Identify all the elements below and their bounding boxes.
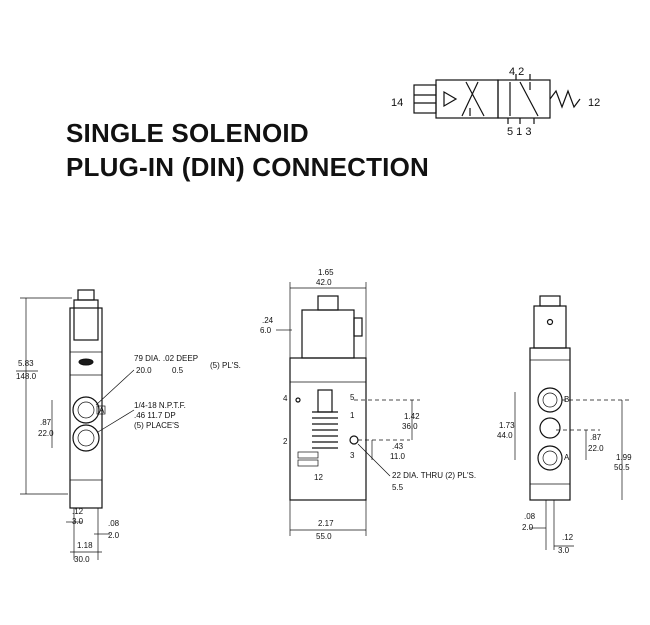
- side-dim2-in: .43: [392, 442, 404, 451]
- title-line-2: PLUG-IN (DIN) CONNECTION: [66, 152, 429, 182]
- front-view: A 5.83 148.0 .87 22.0 79 DIA. .02 DEEP 2…: [16, 289, 241, 564]
- side-dim1-mm: 36.0: [402, 422, 418, 431]
- end-port-upper-inner: [542, 392, 558, 408]
- symbol-box-right: [497, 79, 551, 119]
- end-bottom-in: .08: [524, 512, 536, 521]
- side-port-5: 5: [350, 393, 355, 402]
- front-bottom-right-in: .08: [108, 519, 120, 528]
- side-offset-mm: 6.0: [260, 326, 272, 335]
- front-port-leader: [97, 409, 135, 433]
- side-port-4: 4: [283, 394, 288, 403]
- side-spool: [317, 389, 333, 413]
- side-dim1-in: 1.42: [404, 412, 420, 421]
- end-nut: [539, 295, 561, 307]
- symbol-flow-arrows: [461, 81, 539, 117]
- end-mid-mm: 22.0: [588, 444, 604, 453]
- side-hole-leader: [357, 443, 391, 477]
- symbol-blocked-ports: [469, 82, 531, 116]
- end-solenoid: [533, 305, 567, 349]
- end-right-in: 1.99: [616, 453, 632, 462]
- end-bottom-mm: 2.0: [522, 523, 534, 532]
- side-hole-callout: 22 DIA. THRU (2) PL'S.: [392, 471, 476, 480]
- front-port-marker-box: [96, 405, 106, 415]
- front-bottom-left-in: .12: [72, 507, 84, 516]
- side-top-mm: 42.0: [316, 278, 332, 287]
- end-marker-a: A: [564, 453, 570, 462]
- title-line-1: SINGLE SOLENOID: [66, 118, 309, 148]
- front-solenoid: [73, 299, 99, 341]
- front-spacing-in: .87: [40, 418, 52, 427]
- end-port-lower-inner: [542, 450, 558, 466]
- front-port-lower-inner: [77, 429, 95, 447]
- front-hole-places: (5) PL'S.: [210, 361, 241, 370]
- front-spacing-mm: 22.0: [38, 429, 54, 438]
- front-port-places: (5) PLACE'S: [134, 421, 179, 430]
- end-screw: [546, 318, 554, 326]
- front-hole-callout: 79 DIA. .02 DEEP: [134, 354, 198, 363]
- symbol-port-12: 12: [588, 97, 600, 109]
- side-port-3: 3: [350, 451, 355, 460]
- symbol-box-left: [435, 79, 499, 119]
- front-height-in: 5.83: [18, 359, 34, 368]
- symbol-port-stubs: [507, 74, 535, 124]
- side-dim2-mm: 11.0: [390, 452, 406, 461]
- end-left-in: 1.73: [499, 421, 515, 430]
- end-left-mm: 44.0: [497, 431, 513, 440]
- side-top-in: 1.65: [318, 268, 334, 277]
- front-bottom-left-mm: 3.0: [72, 517, 84, 526]
- side-spring: [312, 411, 338, 449]
- end-bottom2-mm: 3.0: [558, 546, 570, 555]
- front-nut: [77, 289, 95, 301]
- symbol-ports-top: 4 2: [509, 66, 524, 78]
- side-connector: [353, 317, 363, 337]
- end-bottom2-in: .12: [562, 533, 574, 542]
- front-port-upper-inner: [77, 401, 95, 419]
- end-port-upper: [537, 387, 563, 413]
- end-port-middle: [539, 417, 561, 439]
- front-port-marker: A: [99, 406, 105, 415]
- front-body: [69, 307, 103, 509]
- symbol-spring: [549, 89, 581, 109]
- side-port-12: 12: [314, 473, 323, 482]
- front-hole-mm-a: 20.0: [136, 366, 152, 375]
- end-body: [529, 347, 571, 501]
- front-height-mm: 148.0: [16, 372, 37, 381]
- front-port-callout-2: .46 11.7 DP: [134, 411, 176, 420]
- front-port-lower: [72, 424, 100, 452]
- side-nut: [317, 295, 339, 311]
- valve-symbol: 14 12 4 2 5 1 3: [391, 66, 600, 138]
- front-bottom-right-mm: 2.0: [108, 531, 120, 540]
- side-hole-mm: 5.5: [392, 483, 404, 492]
- front-indicator: [78, 358, 94, 366]
- symbol-ports-bottom: 5 1 3: [507, 126, 531, 138]
- side-view: 4 2 1 5 3 12 1.65 42.0 .24 6.0 1.42 36.0…: [260, 268, 476, 541]
- end-mid-in: .87: [590, 433, 602, 442]
- side-solenoid: [301, 309, 355, 359]
- side-override-1: [297, 451, 319, 459]
- end-marker-b: B: [564, 395, 569, 404]
- side-body: [289, 357, 367, 501]
- symbol-port-14: 14: [391, 97, 403, 109]
- front-width-in: 1.18: [77, 541, 93, 550]
- side-hole: [349, 435, 359, 445]
- end-port-lower: [537, 445, 563, 471]
- symbol-solenoid-lines: [414, 94, 436, 104]
- front-port-callout: 1/4-18 N.P.T.F.: [134, 401, 186, 410]
- front-port-upper: [72, 396, 100, 424]
- front-width-mm: 30.0: [74, 555, 90, 564]
- side-offset-in: .24: [262, 316, 274, 325]
- end-view: B A 1.73 44.0 .87 22.0 1.99 50.5 .08 2.0…: [497, 295, 632, 555]
- front-hole-leader: [95, 369, 135, 406]
- side-port-2: 2: [283, 437, 288, 446]
- side-port-1: 1: [350, 411, 355, 420]
- symbol-solenoid: [413, 84, 437, 114]
- side-width-in: 2.17: [318, 519, 334, 528]
- side-override-2: [297, 459, 319, 467]
- end-right-mm: 50.5: [614, 463, 630, 472]
- side-hole-small: [295, 397, 301, 403]
- front-hole-mm-b: 0.5: [172, 366, 184, 375]
- side-width-mm: 55.0: [316, 532, 332, 541]
- symbol-pilot-triangle: [443, 90, 458, 108]
